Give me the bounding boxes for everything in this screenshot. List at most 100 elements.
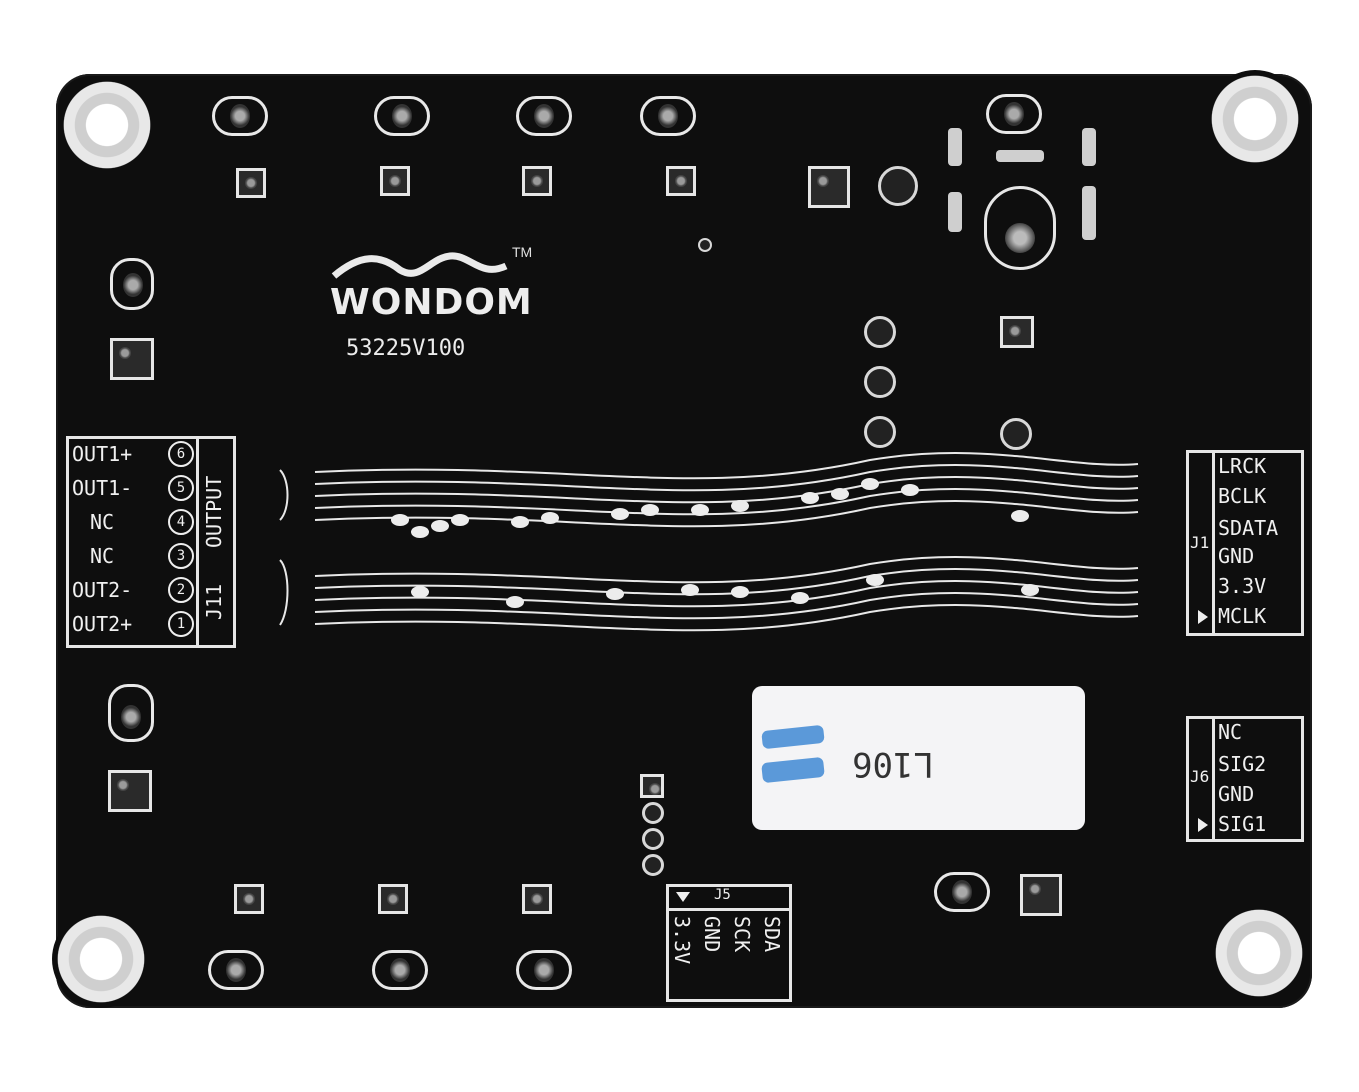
j11-title: OUTPUT xyxy=(202,475,226,548)
j5-divider xyxy=(666,908,789,911)
square-pad xyxy=(1020,874,1062,916)
round-pad xyxy=(864,416,896,448)
j11-pin-row: NC 3 xyxy=(72,542,194,570)
pen-mark xyxy=(761,724,825,750)
part-number: 53225V100 xyxy=(346,336,466,361)
pin-number: 4 xyxy=(168,509,194,535)
pin1-marker-icon xyxy=(1198,818,1208,832)
smd-pad xyxy=(948,128,962,166)
pin-number: 6 xyxy=(168,441,194,467)
music-staff-illustration xyxy=(279,452,1139,632)
j6-divider xyxy=(1212,716,1215,839)
sticker-text: L106 xyxy=(852,744,934,784)
square-pad xyxy=(378,884,408,914)
j11-divider xyxy=(196,436,199,645)
square-pad xyxy=(380,166,410,196)
solder-point xyxy=(374,96,430,136)
mounting-hole-top-right xyxy=(1206,70,1304,168)
pin-label: NC xyxy=(90,510,115,534)
smd-pad xyxy=(996,150,1044,162)
pin1-marker-icon xyxy=(676,892,690,902)
smd-pad xyxy=(1082,186,1096,240)
square-pad xyxy=(640,774,664,798)
solder-point xyxy=(986,94,1042,134)
round-pad xyxy=(642,828,664,850)
square-pad xyxy=(522,884,552,914)
smd-pad xyxy=(948,192,962,232)
square-pad xyxy=(108,770,152,812)
pcb-board xyxy=(56,74,1312,1008)
square-pad xyxy=(234,884,264,914)
j6-pin: GND xyxy=(1218,782,1255,806)
solder-point xyxy=(108,684,154,742)
j11-connector-outline xyxy=(66,436,236,648)
pin-label: NC xyxy=(90,544,115,568)
round-pad xyxy=(864,316,896,348)
pin-label: OUT1+ xyxy=(72,442,133,466)
j6-pin: SIG1 xyxy=(1218,812,1267,836)
small-via xyxy=(698,238,712,252)
pin-number: 3 xyxy=(168,543,194,569)
square-pad xyxy=(808,166,850,208)
j5-connector-outline xyxy=(666,884,792,1002)
j11-pin-row: OUT2- 2 xyxy=(72,576,194,604)
j5-pin: 3.3V xyxy=(670,916,694,965)
square-pad xyxy=(666,166,696,196)
pin-label: OUT2+ xyxy=(72,612,133,636)
j1-pin: 3.3V xyxy=(1218,574,1267,598)
trimmer-component xyxy=(984,186,1056,270)
j11-designator: J11 xyxy=(202,583,226,620)
j1-pin: BCLK xyxy=(1218,484,1267,508)
j6-pin: SIG2 xyxy=(1218,752,1267,776)
pin1-marker-icon xyxy=(1198,610,1208,624)
pin-label: OUT1- xyxy=(72,476,133,500)
j6-designator: J6 xyxy=(1190,766,1210,786)
round-pad xyxy=(642,802,664,824)
solder-point xyxy=(516,96,572,136)
mounting-hole-top-left xyxy=(58,76,156,174)
solder-point xyxy=(372,950,428,990)
j11-pin-row: OUT2+ 1 xyxy=(72,610,194,638)
j5-designator: J5 xyxy=(714,887,731,903)
round-pad xyxy=(1000,418,1032,450)
trademark-mark: TM xyxy=(512,244,533,260)
j1-pin: GND xyxy=(1218,544,1255,568)
solder-point xyxy=(516,950,572,990)
j11-pin-row: NC 4 xyxy=(72,508,194,536)
wondom-logo-wave xyxy=(331,252,508,279)
j1-connector-outline xyxy=(1186,450,1304,636)
round-pad xyxy=(878,166,918,206)
pen-mark xyxy=(761,756,825,784)
j1-pin: LRCK xyxy=(1218,454,1267,478)
solder-point xyxy=(212,96,268,136)
round-pad xyxy=(864,366,896,398)
square-pad xyxy=(1000,316,1034,348)
j1-pin: SDATA xyxy=(1218,516,1279,540)
solder-point xyxy=(208,950,264,990)
j6-pin: NC xyxy=(1218,720,1243,744)
mounting-hole-bottom-left xyxy=(52,910,150,1008)
j5-pin: GND xyxy=(700,916,724,953)
j11-pin-row: OUT1- 5 xyxy=(72,474,194,502)
solder-point xyxy=(110,258,154,310)
j1-designator: J1 xyxy=(1190,532,1210,552)
j6-connector-outline xyxy=(1186,716,1304,842)
mounting-hole-bottom-right xyxy=(1210,904,1308,1002)
j1-divider xyxy=(1212,450,1215,633)
brand-logo: WONDOM xyxy=(330,282,533,323)
solder-point xyxy=(934,872,990,912)
round-pad xyxy=(642,854,664,876)
j5-pin: SCK xyxy=(730,916,754,953)
pin-number: 2 xyxy=(168,577,194,603)
square-pad xyxy=(236,168,266,198)
smd-pad xyxy=(1082,128,1096,166)
pin-number: 5 xyxy=(168,475,194,501)
pin-label: OUT2- xyxy=(72,578,133,602)
j11-pin-row: OUT1+ 6 xyxy=(72,440,194,468)
batch-sticker: L106 xyxy=(752,686,1085,830)
square-pad xyxy=(522,166,552,196)
j5-pin: SDA xyxy=(760,916,784,953)
pin-number: 1 xyxy=(168,611,194,637)
square-pad xyxy=(110,338,154,380)
j1-pin: MCLK xyxy=(1218,604,1267,628)
